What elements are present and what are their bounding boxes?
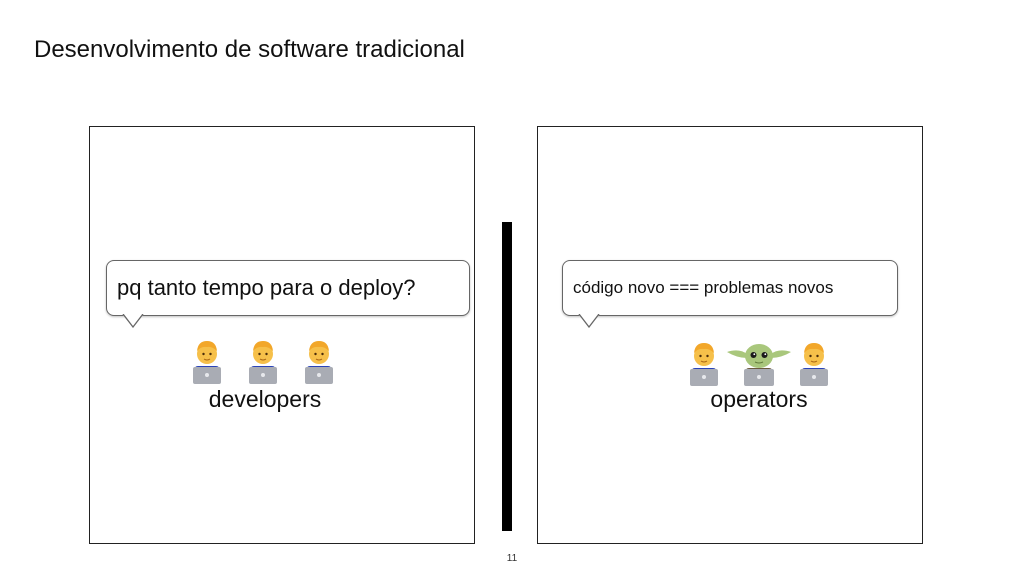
technologist-icon — [300, 336, 338, 384]
technologist-icon — [685, 338, 723, 386]
technologist-icon — [244, 336, 282, 384]
developers-speech-bubble: pq tanto tempo para o deploy? — [106, 260, 470, 316]
speech-bubble-tail — [578, 314, 600, 328]
page-number: 11 — [498, 553, 526, 564]
operators-panel — [537, 126, 923, 544]
developers-label: developers — [165, 386, 365, 413]
developers-panel — [89, 126, 475, 544]
technologist-icon — [188, 336, 226, 384]
speech-bubble-tail — [122, 314, 144, 328]
yoda-technologist-icon — [725, 338, 793, 386]
slide-title: Desenvolvimento de software tradicional — [34, 36, 465, 64]
technologist-icon — [795, 338, 833, 386]
operators-speech-bubble: código novo === problemas novos — [562, 260, 898, 316]
operators-label: operators — [659, 386, 859, 413]
wall-divider — [502, 222, 512, 531]
